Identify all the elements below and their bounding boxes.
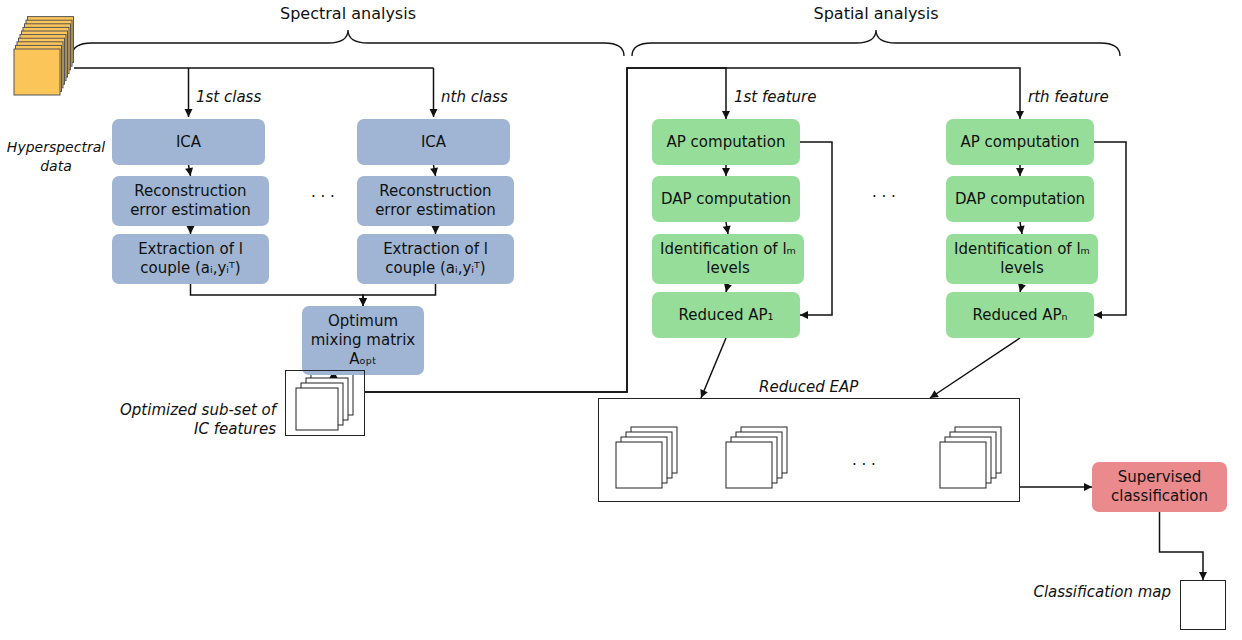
process-box: Extraction of l couple (aᵢ,yᵢᵀ) (357, 234, 514, 284)
box-label: DAP computation (949, 187, 1091, 212)
band-layer (14, 49, 60, 95)
box-label: Extraction of l couple (aᵢ,yᵢᵀ) (357, 237, 514, 281)
data-line (74, 67, 434, 69)
process-box: DAP computation (946, 176, 1094, 222)
connector-arrow (1020, 284, 1022, 292)
edge-label: rth feature (1026, 88, 1111, 107)
connector-arrow (365, 68, 1020, 392)
process-box: ICA (357, 119, 510, 165)
connector-arrow (930, 338, 1020, 398)
connector-arrow (190, 226, 192, 234)
annotation: Spatial analysis (814, 4, 939, 23)
connector-arrow (434, 165, 436, 176)
connector-arrow (1019, 165, 1021, 176)
feature-stacks (296, 373, 1001, 488)
box-label: DAP computation (655, 187, 797, 212)
process-box: Identification of lₘ levels (652, 234, 804, 284)
process-box: Extraction of l couple (aᵢ,yᵢᵀ) (112, 234, 269, 284)
process-box: Reduced APₙ (946, 292, 1094, 338)
box-label: AP computation (955, 130, 1086, 155)
annotation: 1st class (196, 88, 261, 107)
connector-arrow (800, 142, 832, 315)
process-box: Reconstruction error estimation (357, 176, 514, 226)
connector-arrow (363, 284, 436, 306)
box-label: Identification of lₘ levels (652, 237, 804, 281)
feature-image (296, 388, 338, 430)
box-caption: Optimized sub-set of IC features (116, 401, 276, 439)
feature-image (616, 442, 662, 488)
connector-arrow (1094, 142, 1126, 315)
box-label: Supervised classification (1092, 465, 1227, 509)
feature-image (940, 442, 986, 488)
annotation: Spectral analysis (280, 4, 416, 23)
box-label: Identification of lₘ levels (946, 237, 1098, 281)
ellipsis: · · · (872, 188, 896, 207)
connector-arrow (435, 226, 437, 234)
frame-box: Optimized sub-set of IC features (285, 370, 365, 436)
connector-arrow (1020, 222, 1022, 234)
process-box: DAP computation (652, 176, 800, 222)
hyperspectral-cube (14, 17, 74, 95)
process-box: Reduced AP₁ (652, 292, 800, 338)
box-label: Reduced APₙ (966, 303, 1073, 328)
brace (72, 30, 624, 56)
frame-box: Classification map (1180, 580, 1226, 630)
box-label: Extraction of l couple (aᵢ,yᵢᵀ) (112, 237, 269, 281)
box-label: ICA (415, 130, 452, 155)
edge-label: 1st feature (732, 88, 819, 107)
connector-arrow (726, 284, 728, 292)
process-box: Reconstruction error estimation (112, 176, 269, 226)
box-label: Reconstruction error estimation (112, 179, 269, 223)
box-caption: Classification map (1033, 583, 1171, 602)
data-line (433, 68, 435, 117)
box-label: AP computation (661, 130, 792, 155)
process-box: Optimum mixing matrix Aₒₚₜ (302, 306, 424, 375)
box-label: Optimum mixing matrix Aₒₚₜ (302, 309, 424, 372)
connector-arrow (1160, 512, 1204, 580)
connector-arrow (189, 165, 191, 176)
process-box: ICA (112, 119, 265, 165)
data-line (188, 68, 190, 117)
box-label: Reduced AP₁ (672, 303, 779, 328)
box-caption: Reduced EAP (759, 378, 858, 397)
box-label: Reconstruction error estimation (357, 179, 514, 223)
annotation: Hyperspectral data (3, 138, 109, 176)
connector-arrow (701, 338, 726, 398)
connector-arrow (726, 222, 728, 234)
connector-arrow (191, 284, 364, 306)
process-box: AP computation (946, 119, 1094, 165)
frame-box: Reduced EAP (598, 398, 1020, 502)
connector-arrow (725, 165, 727, 176)
process-box: Identification of lₘ levels (946, 234, 1098, 284)
process-box: AP computation (652, 119, 800, 165)
brace (632, 30, 1120, 56)
annotation: nth class (441, 88, 508, 107)
connector-arrow (1020, 486, 1092, 488)
box-label: ICA (170, 130, 207, 155)
process-box: Supervised classification (1092, 462, 1227, 512)
ellipsis: · · · (311, 188, 335, 207)
feature-image (726, 442, 772, 488)
ellipsis: · · · (852, 456, 876, 475)
